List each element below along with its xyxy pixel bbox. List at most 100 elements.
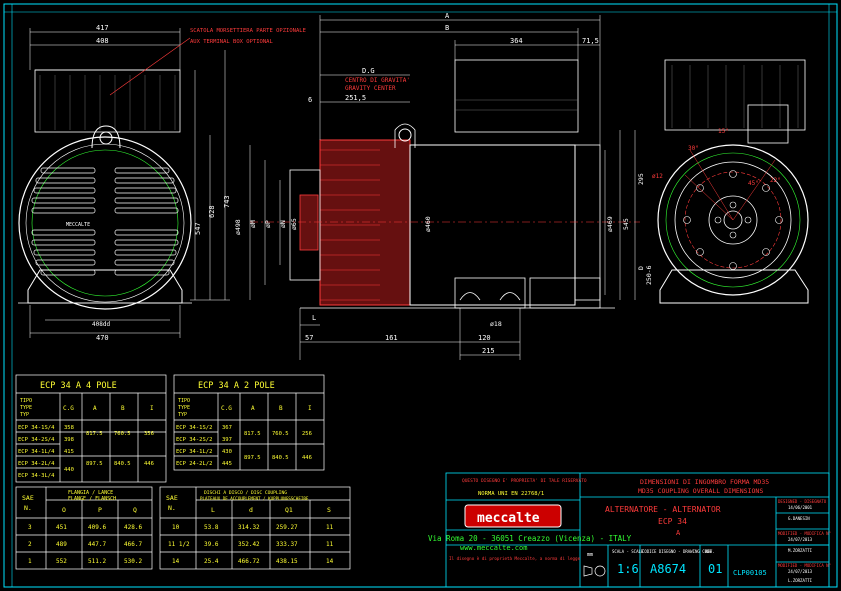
- table-cell: 817.5: [86, 431, 103, 437]
- drawing-frame: [3, 3, 838, 588]
- nameplate-text: MECCALTE: [66, 222, 90, 228]
- dim-phiP: øP: [264, 220, 272, 228]
- dim-phiM: øM: [249, 220, 257, 228]
- terminal-box: [34, 69, 181, 133]
- rear-stator-outline: [657, 144, 809, 296]
- dim-417: 417: [96, 24, 109, 32]
- table-cell: 356: [144, 431, 154, 437]
- table-cell: 552: [56, 558, 67, 565]
- table-cell: 409.6: [88, 524, 106, 531]
- table-cell: 259.27: [276, 524, 298, 531]
- dim-A: A: [445, 12, 450, 20]
- dim-phi498: ø498: [234, 219, 242, 235]
- note-terminal-box-en: AUX TERMINAL BOX OPTIONAL: [190, 39, 273, 45]
- rev-history-name: G.DANESIN: [788, 516, 810, 521]
- dim-phi460: ø460: [424, 216, 432, 232]
- meccalte-logo: [464, 504, 562, 528]
- t4-h-type: TIPO: [20, 398, 32, 404]
- coupling-group-2: PLATEAUX DE ACCOUPLEMENT / KUPPLUNGSSCHE…: [200, 496, 309, 501]
- table-cell: 451: [56, 524, 67, 531]
- stator-outline: [18, 136, 192, 310]
- dim-408: 408: [96, 37, 109, 45]
- table-4-pole: [15, 374, 167, 483]
- table-cell: ECP 34-3L/4: [18, 473, 55, 479]
- table-coupling: [159, 486, 351, 570]
- table-cell: 428.6: [124, 524, 142, 531]
- stator-section: [319, 139, 411, 306]
- hub: [708, 195, 758, 245]
- t4-h-type2: TYPE: [20, 405, 32, 411]
- table-4-pole-title: ECP 34 A 4 POLE: [40, 381, 117, 391]
- table-cell: 415: [64, 449, 74, 455]
- angle-45: 45°: [748, 180, 759, 187]
- coupling-h-s: S: [327, 506, 331, 514]
- dim-phi469: ø469: [606, 216, 614, 232]
- angle-15: 15°: [718, 128, 729, 135]
- title-dimensions-it: DIMENSIONI DI INGOMBRO FORMA MD35: [640, 478, 769, 486]
- note-terminal-box-it: SCATOLA MORSETTIERA PARTE OPZIONALE: [190, 28, 306, 34]
- dim-phi12: ø12: [652, 173, 663, 180]
- company-web: www.meccalte.com: [460, 544, 527, 552]
- dim-743: 743: [223, 195, 231, 208]
- table-cell: 840.5: [114, 461, 131, 467]
- table-cell: 511.2: [88, 558, 106, 565]
- t2-h-cg: C.G: [221, 405, 232, 412]
- table-cell: 438.15: [276, 558, 298, 565]
- part-variant: A: [676, 529, 681, 537]
- table-cell: ECP 34-2L/4: [18, 461, 55, 467]
- flange-h-q: Q: [133, 506, 137, 514]
- table-cell: 1: [28, 558, 32, 565]
- coupling-h-d: d: [249, 506, 253, 514]
- terminal-box-rear: [664, 59, 806, 131]
- coupling-h-q1: Q1: [285, 506, 293, 514]
- first-angle-unit: mm: [587, 552, 593, 558]
- table-cell: 352.42: [238, 541, 260, 548]
- lifting-eye: [99, 131, 113, 145]
- table-cell: 760.5: [272, 431, 289, 437]
- table-cell: ECP 34-1S/2: [176, 425, 212, 431]
- table-cell: 314.32: [238, 524, 260, 531]
- dim-phi65: ø65: [290, 218, 298, 230]
- t4-h-i: I: [150, 405, 154, 412]
- dim-120: 120: [478, 334, 491, 342]
- flange-h-o: O: [62, 506, 66, 514]
- terminal-box-side: [454, 59, 579, 133]
- note-cog-it: CENTRO DI GRAVITA': [345, 77, 410, 84]
- table-cell: 760.5: [114, 431, 131, 437]
- table-cell: 446: [144, 461, 154, 467]
- title-dimensions-en: MD35 COUPLING OVERALL DIMENSIONS: [638, 487, 763, 495]
- copyright-note: QUESTO DISEGNO E' PROPRIETA' DI TALE RIS…: [462, 478, 587, 484]
- table-cell: ECP 34-1L/2: [176, 449, 212, 455]
- rev-label: REV.: [705, 549, 715, 554]
- table-cell: 358: [64, 425, 74, 431]
- dim-161: 161: [385, 334, 398, 342]
- angle-30: 30°: [688, 145, 699, 152]
- foot-left: [454, 277, 526, 309]
- table-cell: 440: [64, 467, 74, 473]
- drawing-code: A8674: [650, 562, 686, 576]
- table-cell: 14: [172, 558, 180, 565]
- sheet-code: CLP00105: [733, 569, 767, 577]
- coupling-h-sae: SAE: [166, 494, 178, 502]
- table-cell: ECP 24-2L/2: [176, 461, 212, 467]
- t2-h-i: I: [308, 405, 312, 412]
- dim-B: B: [445, 24, 449, 32]
- foot-right: [529, 277, 601, 309]
- table-cell: 333.37: [276, 541, 298, 548]
- t4-h-b: B: [121, 405, 125, 412]
- drawing-code-label: CODICE DISEGNO - DRAWING CODE: [642, 549, 712, 554]
- dim-phiN: øN: [279, 220, 287, 228]
- ventilation-grille: [31, 167, 179, 276]
- table-2-pole: [173, 374, 325, 471]
- rev-history-label: DESIGNED - DISEGNATO: [778, 499, 827, 504]
- rev-history-name: L.ZORZATTI: [788, 578, 813, 583]
- dim-251-5: 251,5: [345, 94, 366, 102]
- dim-215: 215: [482, 347, 495, 355]
- table-cell: 367: [222, 425, 232, 431]
- t4-h-cg: C.G: [63, 405, 74, 412]
- rev-history-label: MODIFIED - MODIFICA N°: [778, 531, 831, 536]
- part-name: ALTERNATORE - ALTERNATOR: [605, 505, 721, 514]
- coupling-h-n: N.: [168, 504, 176, 512]
- frame-body: [409, 144, 576, 306]
- rev-history-name: M.ZORZATTI: [788, 548, 813, 553]
